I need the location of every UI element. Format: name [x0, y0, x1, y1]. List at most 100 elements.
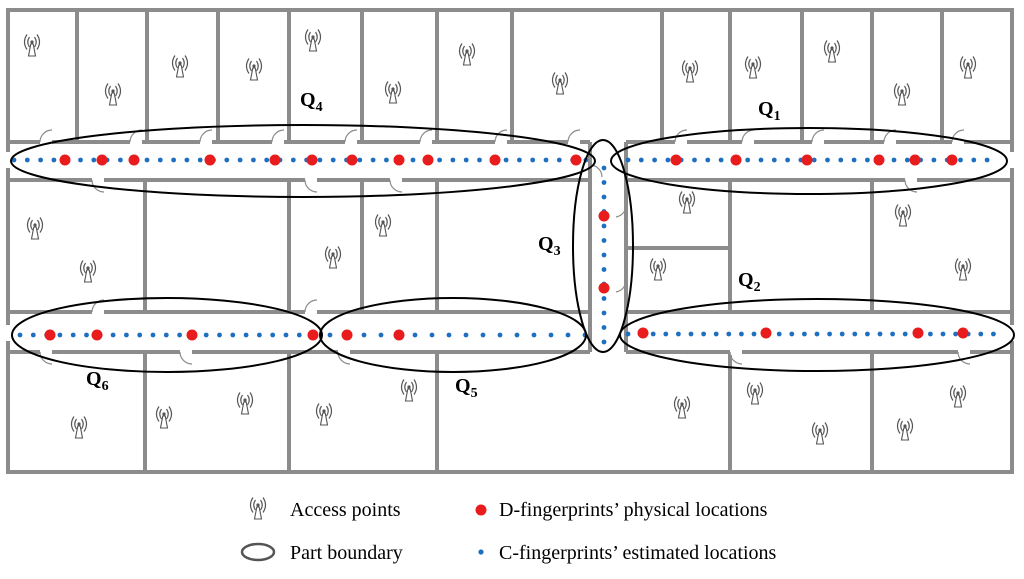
c-fingerprint-dot: [625, 331, 631, 337]
c-fingerprint-dot: [771, 157, 777, 163]
c-fingerprint-dot: [776, 331, 782, 337]
c-fingerprint-dot: [84, 332, 89, 338]
c-fingerprint-dot: [663, 331, 669, 337]
c-fingerprint-dot: [237, 157, 243, 163]
access-point-icon: [171, 54, 189, 78]
c-fingerprint-dot: [503, 157, 509, 163]
d-fingerprint-dot: [393, 329, 405, 341]
d-fingerprint-dot: [598, 210, 610, 222]
c-fingerprint-dot: [665, 157, 671, 163]
door-swings: [39, 129, 971, 365]
c-fingerprint-dot: [902, 331, 908, 337]
c-fingerprint-dot: [163, 332, 169, 338]
c-fingerprint-dot: [437, 157, 442, 163]
access-point-icon: [954, 257, 972, 281]
c-fingerprint-dot: [78, 157, 83, 163]
d-fingerprint-dot: [909, 154, 921, 166]
c-fingerprint-dot: [410, 157, 416, 163]
c-fingerprint-dot: [118, 157, 123, 163]
c-fingerprint-dot: [317, 157, 323, 163]
c-fingerprint-dot: [91, 157, 97, 163]
d-fingerprint-dot: [873, 154, 885, 166]
access-point-icon: [681, 59, 699, 83]
c-fingerprint-dot: [296, 332, 302, 338]
d-fingerprint-dot: [269, 154, 281, 166]
legend-d-fingerprints: D-fingerprints’ physical locations: [499, 499, 768, 521]
c-fingerprint-dot: [688, 331, 694, 337]
c-fingerprint-dot: [701, 331, 706, 337]
access-point-icon: [26, 216, 44, 240]
c-fingerprint-dot: [601, 180, 607, 185]
access-point-icon: [551, 71, 569, 95]
c-fingerprint-dot: [601, 165, 607, 171]
legend-c-fingerprints: C-fingerprints’ estimated locations: [499, 542, 777, 564]
c-fingerprint-dot: [652, 157, 657, 163]
floor-plan-walls: [6, 8, 1014, 474]
c-fingerprint-dot: [150, 332, 156, 338]
region-label-q4: Q4: [300, 89, 323, 115]
c-fingerprint-dot: [497, 332, 503, 338]
c-fingerprint-dot: [384, 157, 389, 163]
access-point-icon: [949, 384, 967, 408]
c-fingerprint-dot: [601, 296, 607, 301]
region-label-q3: Q3: [538, 233, 561, 259]
d-fingerprint-dot: [570, 154, 582, 166]
access-point-icon: [893, 82, 911, 106]
region-label-q6: Q6: [86, 368, 109, 394]
part-boundary-q2: [619, 298, 1015, 372]
c-fingerprint-dot: [450, 157, 456, 163]
access-point-icon: [746, 381, 764, 405]
access-point-icon: [104, 82, 122, 106]
c-fingerprint-dot: [601, 339, 607, 345]
c-fingerprint-dot: [357, 157, 363, 163]
access-point-icon: [155, 405, 173, 429]
c-fingerprint-dot: [814, 331, 820, 337]
c-fingerprint-dot: [838, 157, 844, 163]
c-fingerprint-dot: [203, 332, 209, 338]
c-fingerprint-dot: [177, 332, 183, 338]
access-point-icon: [744, 55, 762, 79]
c-fingerprint-dot: [70, 332, 76, 338]
c-fingerprint-dot: [890, 331, 895, 337]
d-fingerprint-dot: [44, 329, 56, 341]
c-fingerprint-dot: [928, 331, 933, 337]
c-fingerprint-dot: [370, 157, 376, 163]
c-fingerprint-dot: [865, 331, 870, 337]
c-fingerprint-dot: [565, 332, 571, 338]
c-fingerprint-dot: [11, 157, 17, 163]
c-fingerprint-dot: [601, 223, 607, 229]
access-point-icon: [678, 190, 696, 214]
c-fingerprint-dot: [429, 332, 435, 338]
c-fingerprint-dot: [931, 157, 937, 163]
c-fingerprint-dot: [124, 332, 129, 338]
access-point-icon: [649, 257, 667, 281]
c-fingerprint-dot: [877, 331, 883, 337]
d-fingerprint-dot: [598, 282, 610, 294]
access-point-icon: [894, 203, 912, 227]
c-fingerprint-dot: [548, 332, 554, 338]
c-fingerprint-dot: [477, 157, 482, 163]
c-fingerprint-dot: [718, 157, 724, 163]
d-fingerprint-dot: [307, 329, 319, 341]
c-fingerprint-dot: [197, 157, 203, 163]
d-fingerprint-dot: [341, 329, 353, 341]
d-fingerprint-dot: [59, 154, 71, 166]
c-fingerprint-dot: [543, 157, 549, 163]
c-fingerprint-dot: [257, 332, 262, 338]
d-fingerprint-dot: [489, 154, 501, 166]
access-point-icon: [896, 417, 914, 441]
d-fingerprint-dot: [204, 154, 216, 166]
c-fingerprint-dot: [412, 332, 418, 338]
part-boundary-q1: [610, 127, 1008, 195]
d-fingerprint-dot: [96, 154, 108, 166]
access-point-icon: [304, 28, 322, 52]
c-fingerprint-dot: [692, 157, 697, 163]
access-point-icon: [374, 213, 392, 237]
region-label-q5: Q5: [455, 375, 478, 401]
c-fingerprint-dot: [463, 157, 469, 163]
c-fingerprint-dot: [601, 325, 607, 330]
c-fingerprint-dots: [11, 157, 996, 345]
c-fingerprint-dot: [785, 157, 790, 163]
c-fingerprint-dot: [839, 331, 845, 337]
